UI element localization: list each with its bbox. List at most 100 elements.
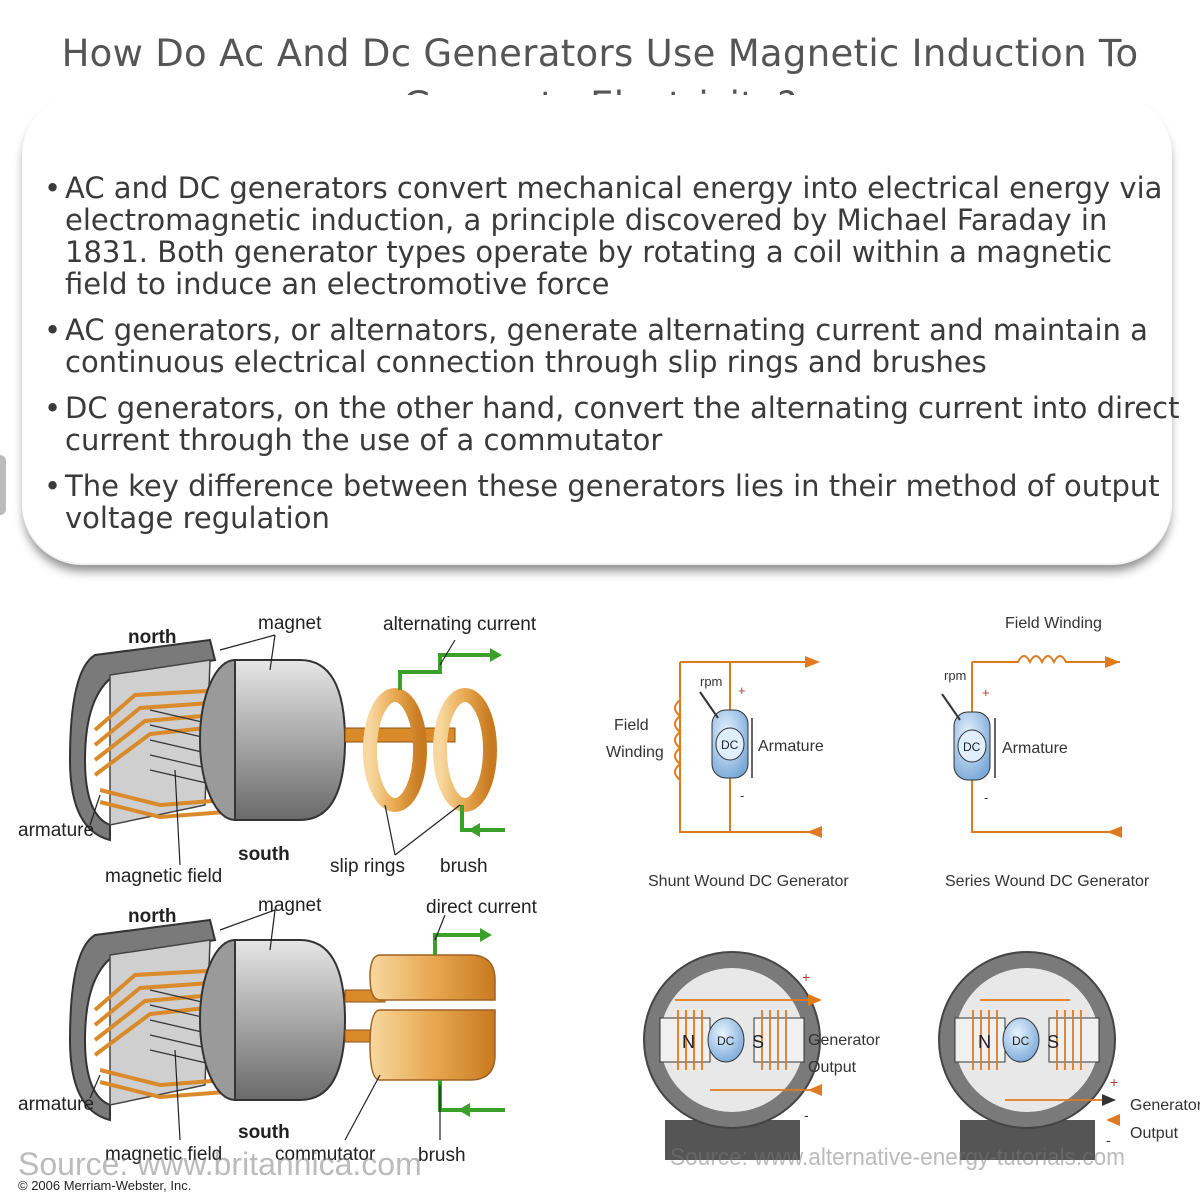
series-minus: - [984, 790, 988, 805]
copyright-text: © 2006 Merriam-Webster, Inc. [18, 1178, 191, 1193]
label-magnetic-field: magnetic field [105, 866, 222, 887]
shunt-plus: + [738, 683, 746, 698]
shunt-machine-crosssection: N S DC + - Generator Output [643, 951, 881, 1160]
output-wire-bottom [438, 1080, 505, 1112]
bullet-dot: • [44, 313, 62, 347]
bullet-list: •AC and DC generators convert mechanical… [40, 172, 1180, 548]
series-caption: Series Wound DC Generator [945, 873, 1150, 890]
bullet-text: DC generators, on the other hand, conver… [65, 391, 1180, 457]
source-watermark: Source: www.britannica.com [18, 1146, 422, 1182]
slip-ring-1 [363, 688, 427, 812]
shunt-rpm-arrow [699, 691, 719, 719]
south-magnet [234, 659, 347, 821]
series-dc-label: DC [963, 740, 981, 754]
m1-s: S [752, 1032, 764, 1052]
m2-output-2: Output [1130, 1125, 1179, 1142]
series-rpm-arrow [941, 693, 961, 721]
input-arrow-bottom [458, 1103, 470, 1117]
label-brush: brush [418, 1145, 466, 1166]
m2-out-arrow [1102, 1094, 1116, 1106]
output-arrow-top [480, 928, 492, 942]
label-armature: armature [18, 1094, 94, 1115]
bullet-text: AC and DC generators convert mechanical … [65, 171, 1163, 301]
m1-minus: - [804, 1107, 809, 1123]
m2-output-1: Generator [1130, 1097, 1200, 1114]
shunt-wound-circuit [674, 661, 815, 833]
commutator-lower [369, 1009, 496, 1081]
m1-plus: + [802, 969, 810, 985]
label-current: alternating current [383, 614, 537, 635]
label-magnetic-field: magnetic field [105, 1144, 222, 1165]
label-south: south [238, 1122, 290, 1143]
bullet-item: •AC and DC generators convert mechanical… [40, 172, 1180, 300]
armature [1002, 1017, 1040, 1063]
m1-out-arrow [808, 994, 822, 1006]
summary-card [22, 95, 1172, 565]
shunt-caption: Shunt Wound DC Generator [648, 873, 849, 890]
m2-in-arrow [1106, 1114, 1120, 1126]
shunt-field-1: Field [614, 717, 649, 734]
m1-n: N [682, 1032, 695, 1052]
bullet-text: AC generators, or alternators, generate … [65, 313, 1148, 379]
bullet-text: The key difference between these generat… [65, 469, 1160, 535]
ac-generator: north magnet alternating current armatur… [18, 613, 537, 887]
m2-minus: - [1106, 1132, 1111, 1148]
output-arrow-top [490, 648, 502, 662]
bullet-dot: • [44, 391, 62, 425]
label-north: north [128, 906, 177, 927]
bullet-dot: • [44, 171, 62, 205]
north-magnet [68, 638, 217, 842]
bullet-item: •DC generators, on the other hand, conve… [40, 392, 1180, 456]
edge-decoration [0, 455, 6, 515]
generator-diagram: north magnet alternating current armatur… [18, 613, 538, 1193]
label-slip-rings: slip rings [330, 856, 405, 877]
label-north: north [128, 627, 177, 648]
series-out-arrow [1105, 656, 1120, 668]
label-magnet: magnet [258, 895, 322, 916]
shunt-dc-label: DC [721, 738, 739, 752]
series-field: Field Winding [1005, 615, 1102, 632]
series-machine-crosssection: N S DC + - Generator Output [938, 951, 1200, 1160]
shunt-field-2: Winding [606, 744, 664, 761]
north-magnet [68, 918, 217, 1122]
m1-output-2: Output [808, 1059, 857, 1076]
m2-n: N [978, 1032, 991, 1052]
shunt-in-arrow [807, 826, 822, 838]
output-wire-top [398, 653, 490, 690]
output-wire-bottom [460, 805, 505, 832]
bullet-dot: • [44, 469, 62, 503]
dc-generator-types-diagram: DC rpm + - Armature Field Winding Shunt … [606, 615, 1200, 1171]
field-coils [972, 999, 1110, 1101]
shunt-out-arrow [805, 656, 820, 668]
armature [707, 1017, 745, 1063]
label-commutator: commutator [275, 1144, 376, 1165]
series-wound-circuit [971, 655, 1120, 833]
leader-lines [89, 909, 446, 1141]
m1-output-1: Generator [808, 1032, 881, 1049]
m2-dc: DC [1012, 1034, 1030, 1048]
bullet-item: •The key difference between these genera… [40, 470, 1180, 534]
slip-ring-2 [433, 688, 497, 812]
series-armature: Armature [1002, 740, 1068, 757]
field-coils [675, 999, 815, 1091]
m2-s: S [1047, 1032, 1059, 1052]
label-brush: brush [440, 856, 488, 877]
output-wire-top [433, 933, 480, 955]
series-in-arrow [1107, 826, 1122, 838]
series-dc-face [957, 729, 987, 763]
leader-lines [89, 634, 461, 866]
m1-in-arrow [808, 1084, 822, 1096]
m2-plus: + [1110, 1074, 1118, 1090]
input-arrow-bottom [468, 823, 480, 837]
label-south: south [238, 844, 290, 865]
source-watermark: Source: www.alternative-energy-tutorials… [670, 1144, 1125, 1171]
series-plus: + [982, 685, 990, 700]
armature-coil [93, 688, 226, 820]
dc-generator: north magnet direct current armature sou… [18, 895, 538, 1166]
label-magnet: magnet [258, 613, 322, 634]
label-current: direct current [426, 897, 538, 918]
commutator-upper [369, 954, 496, 1001]
shunt-dc-face [715, 727, 745, 761]
shunt-rpm: rpm [700, 674, 722, 689]
shunt-minus: - [740, 788, 744, 803]
